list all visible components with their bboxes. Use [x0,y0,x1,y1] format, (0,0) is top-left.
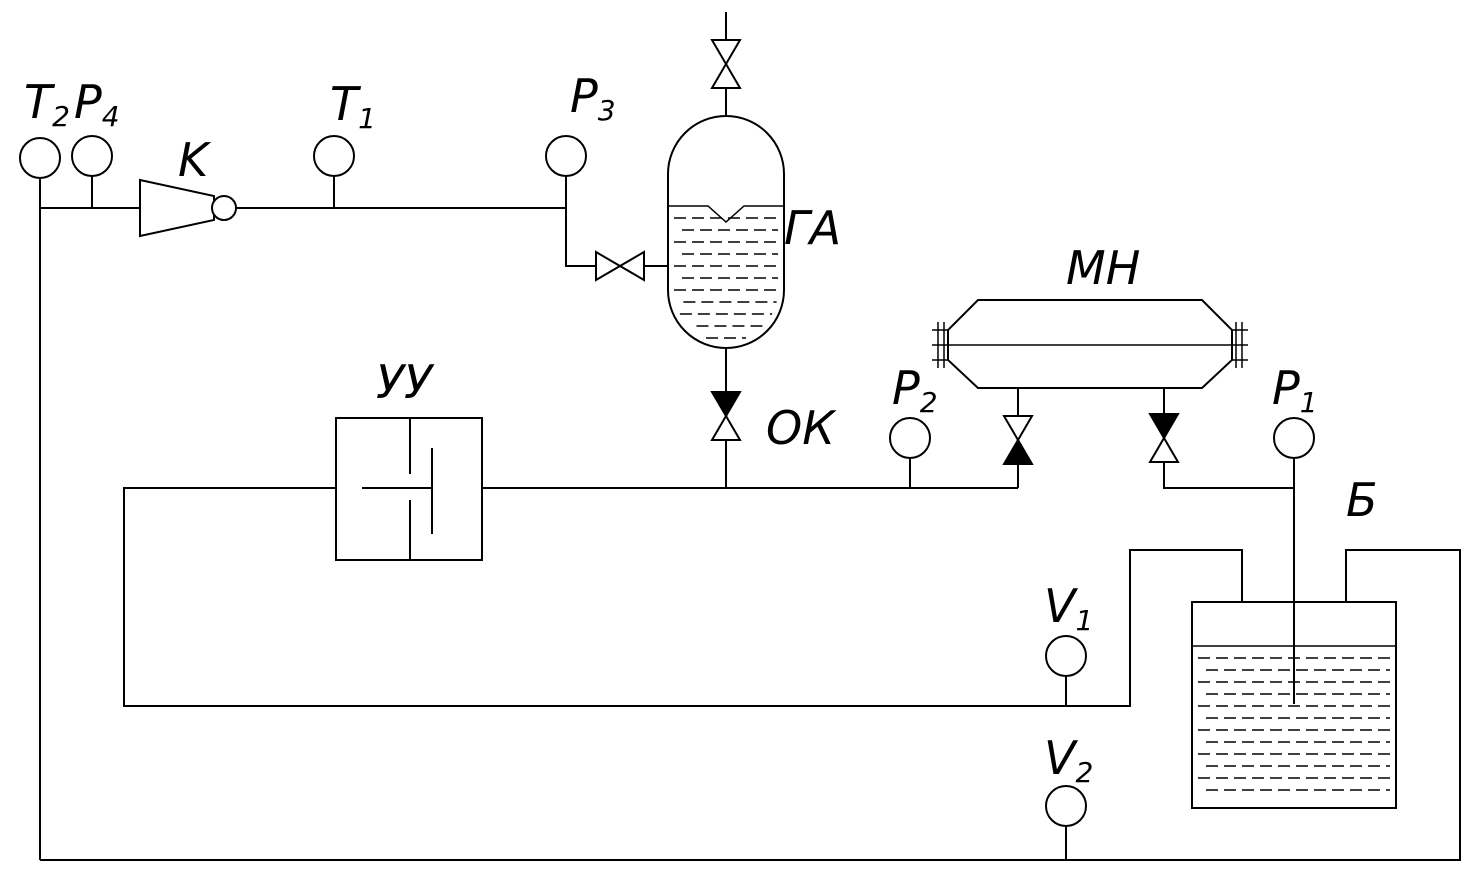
return-line [40,549,1461,861]
label-mn: МН [1066,241,1140,295]
label-ga: ГА [784,201,841,255]
gauge-p4 [71,135,113,177]
gas-line-to-accumulator [565,208,596,267]
label-b: Б [1346,473,1378,527]
accumulator [667,115,785,349]
compressor [139,178,237,238]
label-k: K [178,133,212,187]
gauge-p2 [889,417,931,459]
gauge-v2 [1045,785,1087,827]
gauge-p3 [545,135,587,177]
label-ok: ОК [766,401,837,455]
label-p4: P4 [74,75,120,133]
label-p1: P1 [1272,361,1318,419]
tank [1191,601,1397,809]
pipelines [39,12,1461,861]
label-t1: T1 [330,77,376,135]
label-v1: V1 [1044,579,1093,637]
control-unit [335,417,483,561]
valves [595,39,1180,465]
gauge-t2 [19,137,61,179]
label-uu: УУ [376,355,435,409]
label-v2: V2 [1044,731,1093,789]
main-line [123,487,1243,707]
gauge-v1 [1045,635,1087,677]
label-p3: P3 [570,69,616,127]
membrane-module [932,299,1248,389]
label-p2: P2 [892,361,938,419]
labels: T2 P4 K T1 P3 ГА МН УУ ОК P2 P1 Б V1 V2 [24,69,1378,789]
gauges [19,135,1315,827]
gauge-p1 [1273,417,1315,459]
label-t2: T2 [24,75,70,133]
gauge-t1 [313,135,355,177]
